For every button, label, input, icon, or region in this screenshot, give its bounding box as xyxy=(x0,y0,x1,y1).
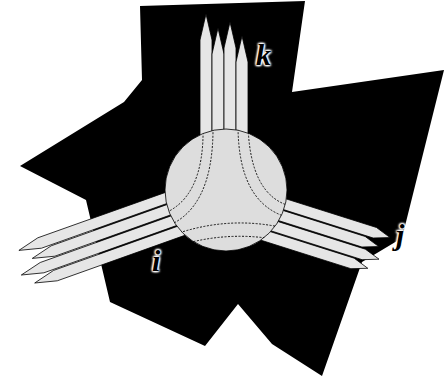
strand-paths xyxy=(160,125,292,252)
index-label: k xyxy=(256,40,271,70)
index-label: j xyxy=(396,220,404,250)
black-region xyxy=(20,1,444,376)
junction-disc xyxy=(165,129,287,251)
index-label: i xyxy=(152,246,160,276)
strand-bundles xyxy=(19,14,390,283)
strand xyxy=(200,14,212,150)
